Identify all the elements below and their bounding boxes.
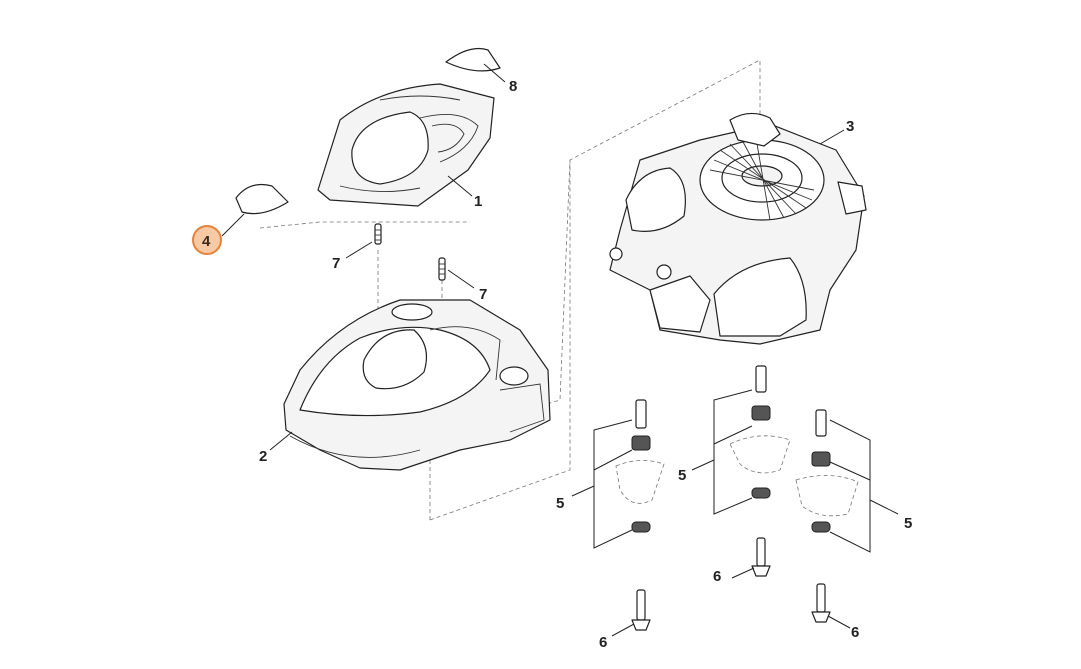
part-7-screw-lower[interactable] [438, 257, 446, 281]
callout-7-lower[interactable]: 7 [479, 286, 487, 303]
part-7-screw-upper[interactable] [374, 223, 382, 245]
callout-5-right[interactable]: 5 [904, 515, 912, 532]
mount-group-left[interactable] [615, 399, 665, 631]
callout-3[interactable]: 3 [846, 118, 854, 135]
part-1-upper-cover[interactable] [317, 83, 495, 207]
part-8-cap[interactable] [445, 47, 501, 72]
callout-5-middle[interactable]: 5 [678, 467, 686, 484]
callout-6-middle[interactable]: 6 [713, 568, 721, 585]
callout-4-highlight-circle[interactable] [192, 225, 222, 255]
part-2-lower-shroud[interactable] [283, 299, 551, 471]
part-3-engine[interactable] [609, 112, 867, 345]
callout-8[interactable]: 8 [509, 78, 517, 95]
callout-7-upper[interactable]: 7 [332, 255, 340, 272]
callout-1[interactable]: 1 [474, 193, 482, 210]
mount-group-middle[interactable] [729, 365, 791, 577]
part-4-cap[interactable] [235, 183, 289, 215]
callout-5-left[interactable]: 5 [556, 495, 564, 512]
callout-4[interactable]: 4 [202, 233, 211, 250]
callout-6-right[interactable]: 6 [851, 624, 859, 641]
mount-group-right[interactable] [795, 409, 859, 623]
callout-2[interactable]: 2 [259, 448, 267, 465]
callout-6-left[interactable]: 6 [599, 634, 607, 651]
